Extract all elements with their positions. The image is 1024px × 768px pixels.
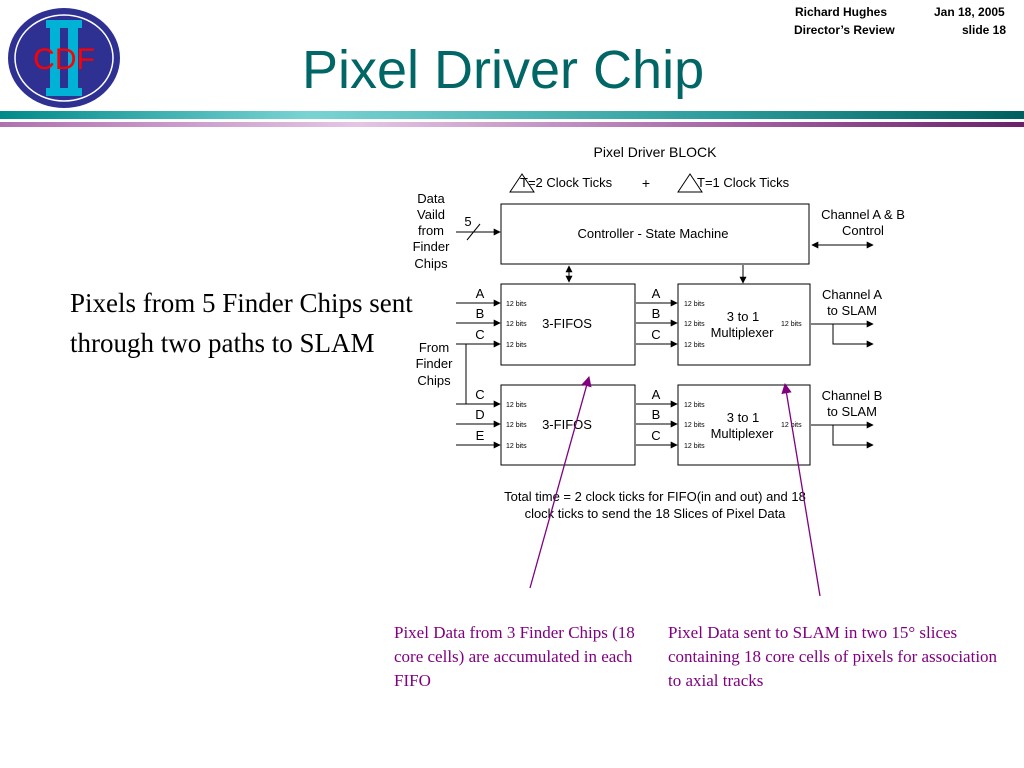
header-event: Director’s Review — [794, 23, 895, 37]
from-finder-label: Finder — [416, 356, 454, 371]
bits-label: 12 bits — [506, 321, 527, 328]
channel-a-label: Channel A — [822, 287, 882, 302]
diagram-title: Pixel Driver BLOCK — [594, 144, 718, 160]
clock-triangle-right — [677, 173, 703, 193]
bits-label: 12 bits — [684, 321, 705, 328]
bits-label: 12 bits — [684, 422, 705, 429]
channel-b-label: to SLAM — [827, 404, 877, 419]
input-letter: C — [475, 387, 484, 402]
caption-pointer-right — [781, 382, 821, 597]
clock-label-right: T=1 Clock Ticks — [697, 175, 790, 190]
data-valid-line: Vaild — [417, 207, 445, 222]
input-letter: A — [476, 286, 485, 301]
bits-label: 12 bits — [506, 443, 527, 450]
bits-label: 12 bits — [506, 342, 527, 349]
input-letter: D — [475, 407, 484, 422]
bits-label: 12 bits — [506, 301, 527, 308]
mux-block-top — [677, 283, 811, 366]
total-time-note: clock ticks to send the 18 Slices of Pix… — [525, 506, 787, 521]
data-valid-line: Finder — [413, 239, 451, 254]
main-bullet-text: Pixels from 5 Finder Chips sent through … — [70, 288, 413, 358]
controller-block — [500, 203, 810, 265]
fifo-block-top — [500, 283, 636, 366]
fifo-label-top: 3-FIFOS — [542, 316, 592, 331]
mux-input-letter: A — [652, 387, 661, 402]
cdf-logo: CDF — [8, 8, 120, 108]
bits-label: 12 bits — [684, 443, 705, 450]
mux-label-bottom: Multiplexer — [711, 426, 775, 441]
from-finder-label: From — [419, 340, 449, 355]
header-author: Richard Hughes — [795, 5, 888, 19]
mux-label-bottom: 3 to 1 — [727, 410, 760, 425]
bits-label: 12 bits — [781, 321, 802, 328]
input-letter: E — [476, 428, 485, 443]
clock-triangle-left — [509, 173, 535, 193]
caption-slam: Pixel Data sent to SLAM in two 15° slice… — [668, 623, 998, 690]
logo-text: CDF — [33, 43, 95, 76]
fifo-label-bottom: 3-FIFOS — [542, 417, 592, 432]
total-time-note: Total time = 2 clock ticks for FIFO(in a… — [504, 489, 806, 504]
data-valid-line: from — [418, 223, 444, 238]
bits-label: 12 bits — [506, 402, 527, 409]
caption-fifo: Pixel Data from 3 Finder Chips (18 core … — [394, 623, 635, 690]
logo-roman-two — [46, 20, 82, 96]
bits-label: 12 bits — [506, 422, 527, 429]
mux-input-letter: B — [652, 407, 661, 422]
logo-inner-ring — [14, 14, 114, 102]
bus-slash — [466, 223, 481, 241]
mux-label-top: Multiplexer — [711, 325, 775, 340]
mux-input-letter: B — [652, 306, 661, 321]
data-valid-line: Data — [417, 191, 445, 206]
controller-label: Controller - State Machine — [577, 226, 728, 241]
bits-label: 12 bits — [684, 402, 705, 409]
header-band-bottom — [0, 122, 1024, 127]
channel-b-output-arrow — [832, 425, 874, 449]
from-finder-label: Chips — [417, 373, 451, 388]
bits-label: 12 bits — [684, 301, 705, 308]
data-valid-label: Data Vaild from Finder Chips — [413, 191, 451, 271]
plus-sign: + — [642, 175, 650, 191]
mux-input-letter: A — [652, 286, 661, 301]
channel-control-label: Control — [842, 223, 884, 238]
channel-a-label: to SLAM — [827, 303, 877, 318]
header-date: Jan 18, 2005 — [934, 5, 1005, 19]
clock-label-left: T=2 Clock Ticks — [520, 175, 613, 190]
bits-label: 12 bits — [684, 342, 705, 349]
bus-width-label: 5 — [464, 214, 471, 229]
channel-b-label: Channel B — [822, 388, 883, 403]
input-letter: C — [475, 327, 484, 342]
data-valid-line: Chips — [414, 256, 448, 271]
input-letter: B — [476, 306, 485, 321]
slide-title: Pixel Driver Chip — [302, 40, 705, 100]
mux-input-letter: C — [651, 428, 660, 443]
header-band-top — [0, 111, 1024, 119]
caption-pointer-left — [529, 375, 592, 589]
channel-control-label: Channel A & B — [821, 207, 905, 222]
header-slide-number: slide 18 — [962, 23, 1007, 37]
channel-a-output-arrow — [832, 324, 874, 348]
mux-input-letter: C — [651, 327, 660, 342]
mux-label-top: 3 to 1 — [727, 309, 760, 324]
logo-outer-ring — [8, 8, 120, 108]
